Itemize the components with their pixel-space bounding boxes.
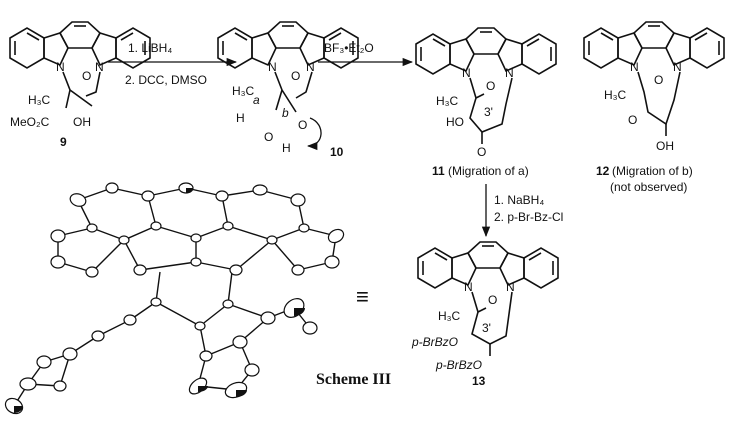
c9-methyl: H₃C [28,93,51,107]
c11-label: 11 [432,164,445,178]
c10-n-right: N [306,60,315,74]
step3-reagent-1: 1. NaBH₄ [494,193,544,207]
c11-n-right: N [505,66,514,80]
scheme-title: Scheme III [316,371,391,388]
c9-n-right: N [95,60,104,74]
c11-position: 3' [484,105,493,119]
c12-carbonyl: O [628,113,637,127]
ortep-crystal-structure [4,182,345,415]
c10-n-left: N [268,60,277,74]
c13-ester-2: p-BrBzO [435,358,482,372]
c12-n-left: N [630,60,639,74]
c9-label: 9 [60,135,67,149]
c11-ring-o: O [486,79,495,93]
c9-ester: MeO₂C [10,115,50,129]
compound-13: N N O H₃C 3' p-BrBzO p-BrBzO 13 [411,241,559,388]
step3-reagent-2: 2. p-Br-Bz-Cl [494,210,563,224]
c13-ester-1: p-BrBzO [411,335,458,349]
c12-label: 12 [596,164,610,178]
c12-note: (not observed) [610,180,687,194]
c11-hydroxyl: HO [446,115,464,129]
step2-reagent: BF₃•Et₂O [324,41,374,55]
c13-methyl: H₃C [438,309,461,323]
c10-ring-o: O [291,69,300,83]
c9-n-left: N [56,60,65,74]
c10-bond-a: a [253,93,260,107]
c10-methyl: H₃C [232,84,255,98]
compound-12: N N O H₃C O OH 12 (Migration of b) (not … [583,21,725,194]
c13-n-left: N [464,280,473,294]
c10-hydroxyl-o: O [298,118,307,132]
c12-hydroxyl: OH [656,139,674,153]
c13-ring-o: O [488,293,497,307]
c12-ring-o: O [654,73,663,87]
c9-hydroxyl: OH [73,115,91,129]
c13-label: 13 [472,374,486,388]
compound-10: N N O H₃C a b H O O H 10 [217,21,359,159]
c10-hydroxyl-h: H [282,141,291,155]
c10-bond-b: b [282,106,289,120]
c12-n-right: N [673,60,682,74]
c11-n-left: N [462,66,471,80]
compound-11: N N O H₃C 3' HO O 11 (Migration of a) [415,27,557,178]
equivalence-symbol: ≡ [356,284,369,309]
compound-9: N N O H₃C MeO₂C OH 9 [9,21,151,149]
c9-ring-o: O [82,69,91,83]
step1-reagent-2: 2. DCC, DMSO [125,73,207,87]
c12-methyl: H₃C [604,88,627,102]
c13-position: 3' [482,321,491,335]
c10-label: 10 [330,145,344,159]
c12-caption: (Migration of b) [612,164,693,178]
c10-migration-arrow [306,117,322,151]
c11-caption: (Migration of a) [448,164,529,178]
c10-aldehyde-h: H [236,111,245,125]
step1-reagent-1: 1. LiBH₄ [128,41,172,55]
c13-n-right: N [506,280,515,294]
c11-carbonyl: O [477,145,486,159]
c11-methyl: H₃C [436,94,459,108]
c10-aldehyde-o: O [264,130,273,144]
